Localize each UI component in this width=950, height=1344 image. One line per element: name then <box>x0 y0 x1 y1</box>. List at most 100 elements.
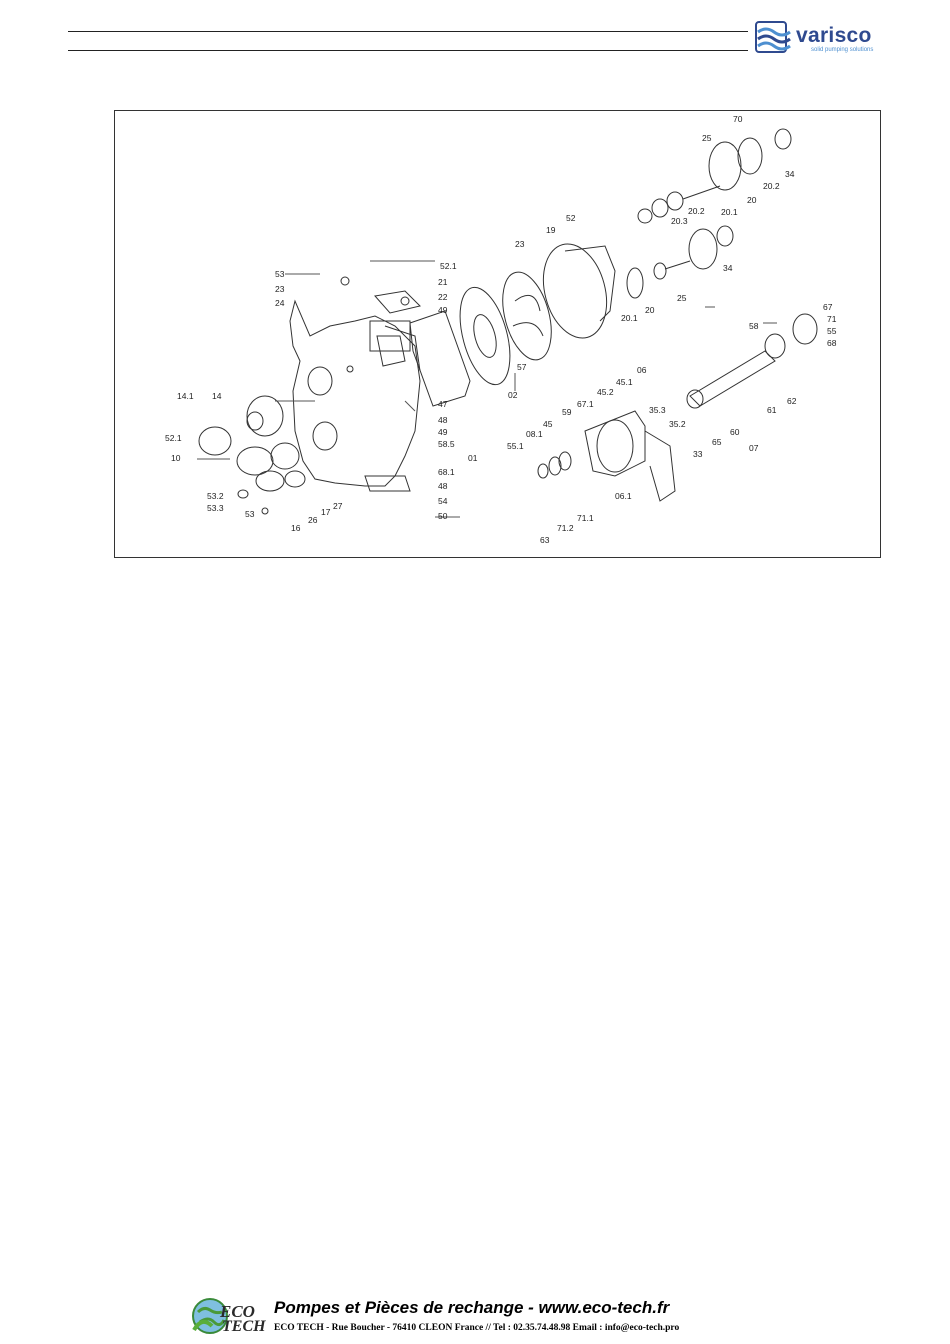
callout: 20 <box>645 305 655 315</box>
callout: 08.1 <box>526 429 543 439</box>
callout: 10 <box>171 453 181 463</box>
callout: 58.5 <box>438 439 455 449</box>
bearing <box>792 313 818 345</box>
callout: 01 <box>468 453 478 463</box>
brand-tagline: solid pumping solutions <box>811 47 874 53</box>
callout: 22 <box>438 292 448 302</box>
callout: 06.1 <box>615 491 632 501</box>
callout: 45.1 <box>616 377 633 387</box>
callout: 62 <box>787 396 797 406</box>
callout: 35.2 <box>669 419 686 429</box>
callout: 07 <box>749 443 759 453</box>
callout: 71 <box>827 314 837 324</box>
callout: 70 <box>733 114 743 124</box>
callout: 45 <box>543 419 553 429</box>
callout: 17 <box>321 507 331 517</box>
callout: 52 <box>566 213 576 223</box>
callout: 55.1 <box>507 441 524 451</box>
impeller <box>502 271 552 361</box>
callout: 20.2 <box>688 206 705 216</box>
callout: 26 <box>308 515 318 525</box>
callout: 19 <box>546 225 556 235</box>
globe-icon <box>192 1298 228 1334</box>
callout: 27 <box>333 501 343 511</box>
logo-tech-text: TECH <box>222 1318 266 1335</box>
footer: ECO TECH Pompes et Pièces de rechange - … <box>190 1294 770 1338</box>
callout: 20.1 <box>621 313 638 323</box>
callout: 14 <box>212 391 222 401</box>
callout: 16 <box>291 523 301 533</box>
casing-detail <box>384 325 421 372</box>
callout: 68.1 <box>438 467 455 477</box>
callout: 23 <box>275 284 285 294</box>
pump-exploded-drawing: 70 25 34 20.2 20 20.1 20.2 20.3 52 19 23… <box>165 114 837 545</box>
callout: 58 <box>749 321 759 331</box>
callout: 57 <box>517 362 527 372</box>
footer-contact: ECO TECH - Rue Boucher - 76410 CLEON Fra… <box>274 1323 680 1333</box>
callout: 21 <box>438 277 448 287</box>
callout: 49 <box>438 427 448 437</box>
callout: 53 <box>245 509 255 519</box>
callout: 49 <box>438 305 448 315</box>
callout: 55 <box>827 326 837 336</box>
casing-foot <box>364 475 411 492</box>
bracket-bore <box>596 419 634 473</box>
callout: 20.1 <box>721 207 738 217</box>
header-rule-top <box>68 31 748 32</box>
callout: 34 <box>723 263 733 273</box>
callout: 53.3 <box>207 503 224 513</box>
callout: 59 <box>562 407 572 417</box>
callout: 20 <box>747 195 757 205</box>
back-plate <box>542 243 608 339</box>
callout: 14.1 <box>177 391 194 401</box>
callout: 61 <box>767 405 777 415</box>
suction-pipe <box>376 335 406 367</box>
callout: 47 <box>438 399 448 409</box>
casing-port-2 <box>312 421 338 451</box>
callout: 34 <box>785 169 795 179</box>
inspection-cover <box>198 426 232 456</box>
casing-outline <box>289 299 421 487</box>
callout: 52.1 <box>165 433 182 443</box>
varisco-logo: varisco solid pumping solutions <box>752 20 892 60</box>
callout: 68 <box>827 338 837 348</box>
front-cover <box>246 395 284 437</box>
callout: 35.3 <box>649 405 666 415</box>
eco-tech-logo: ECO TECH <box>190 1296 272 1336</box>
callout: 67 <box>823 302 833 312</box>
callout: 53.2 <box>207 491 224 501</box>
callout: 52.1 <box>440 261 457 271</box>
upper-seal-housing <box>708 141 742 191</box>
callout: 25 <box>702 133 712 143</box>
bearing-bracket <box>584 410 646 477</box>
callout: 20.3 <box>671 216 688 226</box>
callout: 67.1 <box>577 399 594 409</box>
callout: 60 <box>730 427 740 437</box>
callout: 54 <box>438 496 448 506</box>
seal-washer <box>716 225 734 247</box>
callout: 45.2 <box>597 387 614 397</box>
wear-plate <box>459 286 511 386</box>
header-rule-bottom <box>68 50 748 51</box>
callout: 53 <box>275 269 285 279</box>
brand-name: varisco <box>796 24 872 47</box>
callout: 65 <box>712 437 722 447</box>
callout: 33 <box>693 449 703 459</box>
callout: 06 <box>637 365 647 375</box>
casing-port-1 <box>307 366 333 396</box>
exploded-view-figure: 70 25 34 20.2 20 20.1 20.2 20.3 52 19 23… <box>114 110 881 558</box>
suction-flange <box>369 320 411 352</box>
bracket-foot <box>644 430 676 502</box>
gasket-plate <box>409 310 471 407</box>
callout: 24 <box>275 298 285 308</box>
callout: 71.2 <box>557 523 574 533</box>
callout: 48 <box>438 481 448 491</box>
varisco-logo-icon <box>755 21 791 53</box>
callout: 25 <box>677 293 687 303</box>
footer-title: Pompes et Pièces de rechange - www.eco-t… <box>274 1298 670 1317</box>
drive-shaft <box>689 350 776 407</box>
callout: 48 <box>438 415 448 425</box>
callout: 50 <box>438 511 448 521</box>
seal-ring-1 <box>626 267 644 299</box>
callout: 02 <box>508 390 518 400</box>
